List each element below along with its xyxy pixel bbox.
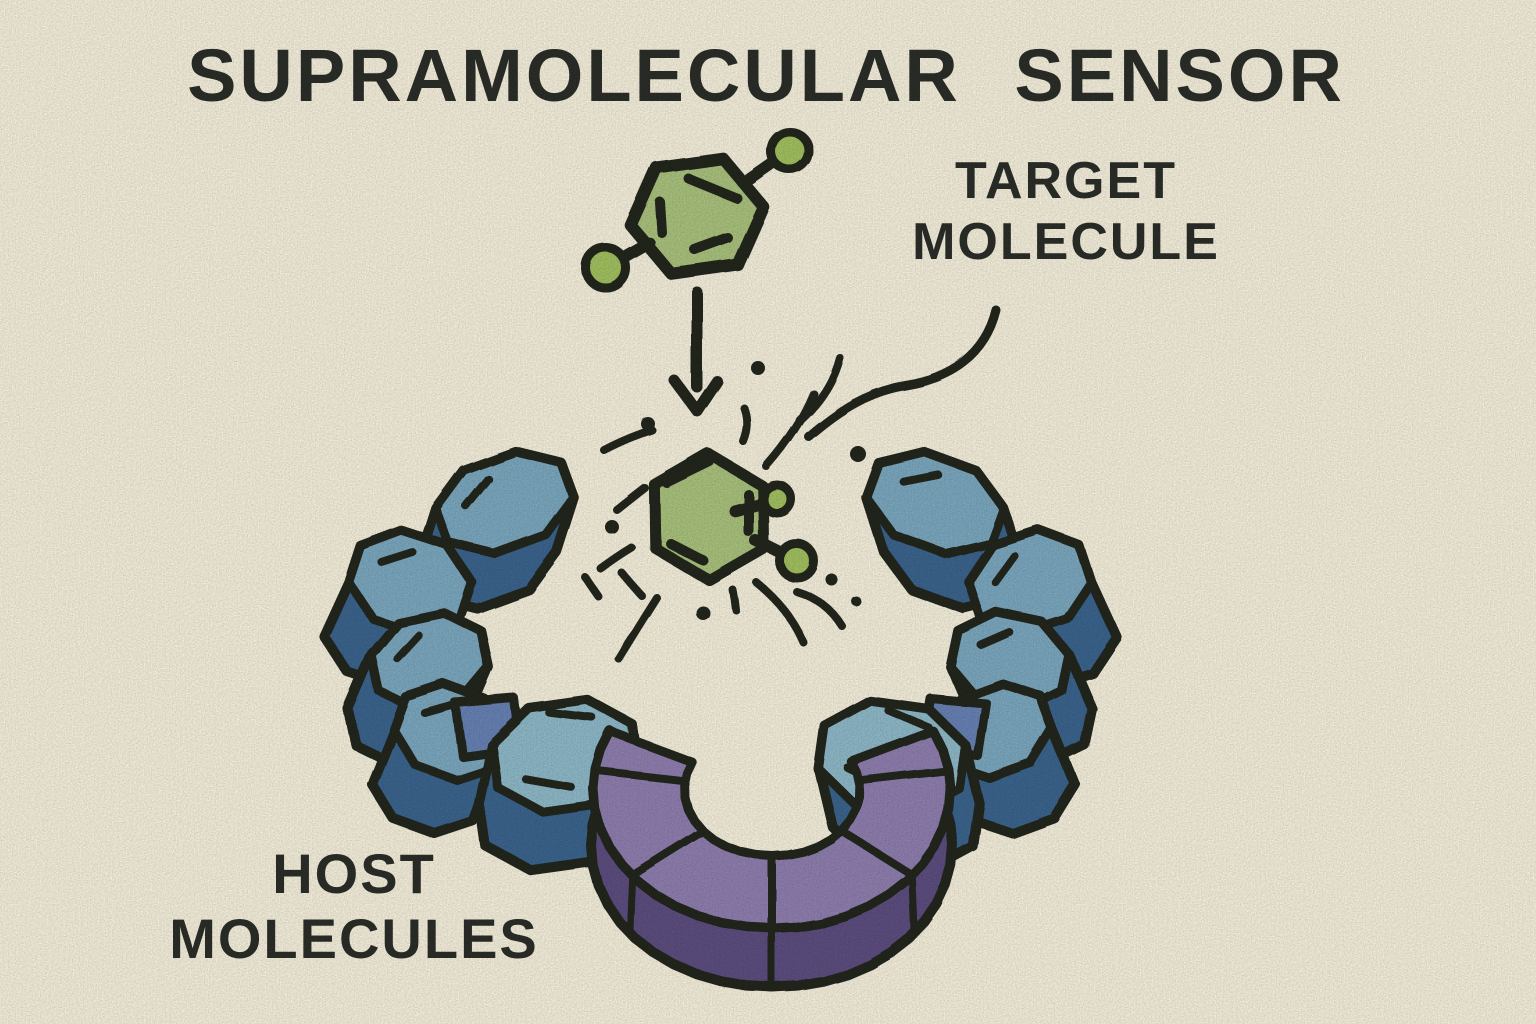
host-molecules-label-line2: MOLECULES — [169, 907, 539, 970]
target-molecule-label-line2: MOLECULE — [912, 213, 1220, 271]
host-molecules-label-line1: HOST — [272, 842, 436, 905]
page-title: SUPRAMOLECULAR SENSOR — [187, 34, 1345, 117]
target-molecule-label-line1: TARGET — [955, 152, 1177, 210]
